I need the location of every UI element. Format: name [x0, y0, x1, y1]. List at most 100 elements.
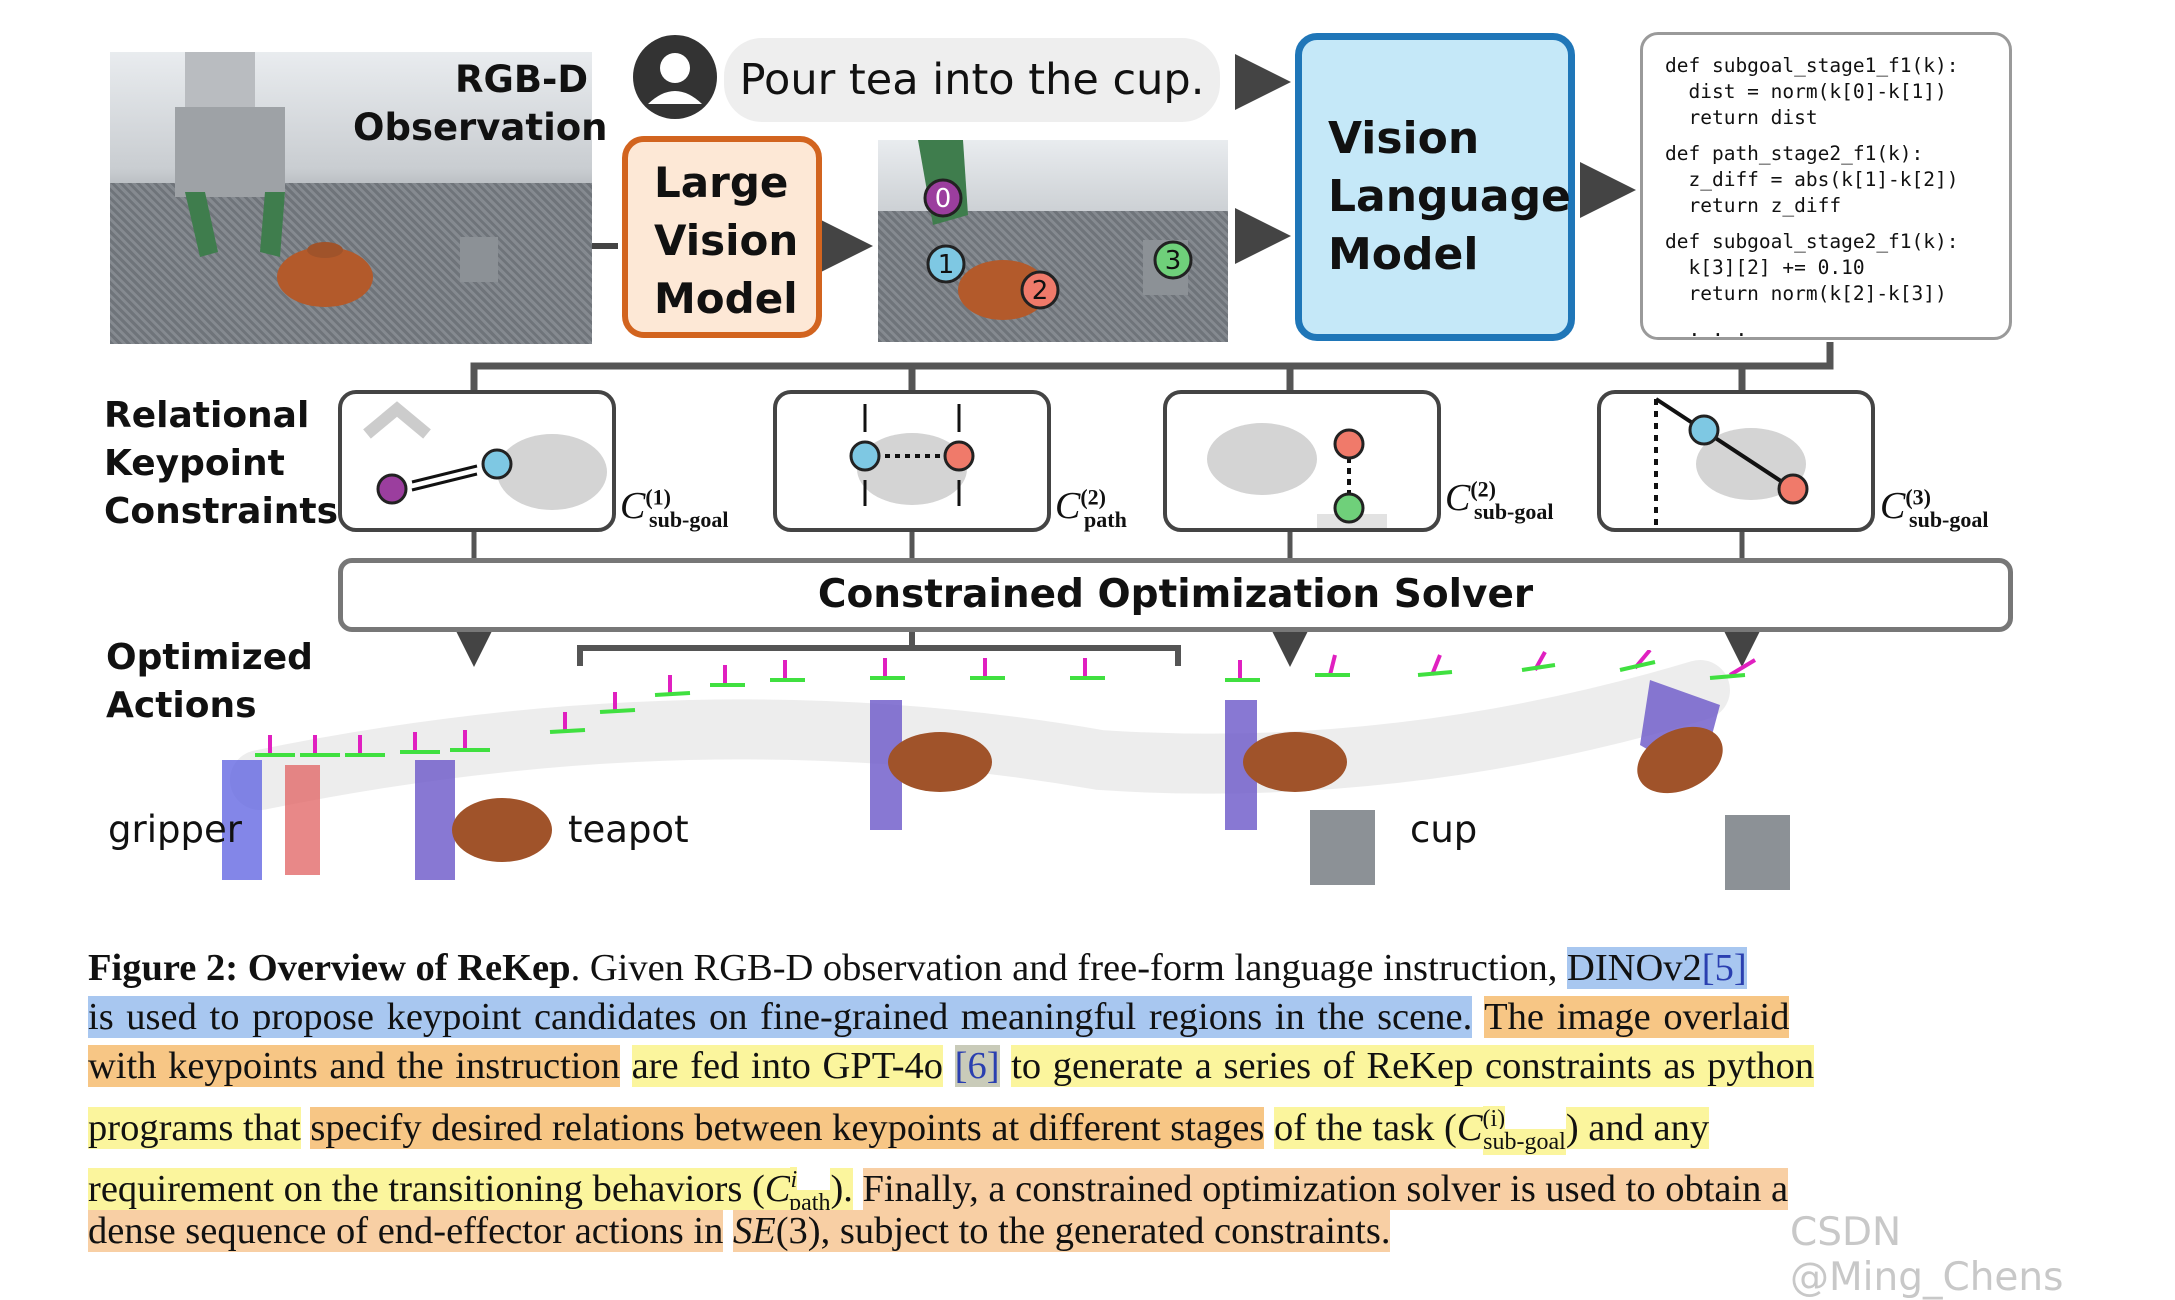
code-line: return norm(k[2]-k[3]): [1665, 282, 1947, 305]
constraint-box-subgoal-1: [338, 390, 616, 532]
constraint-box-path-2: [773, 390, 1051, 532]
constraints-label-line2: Keypoint: [104, 443, 285, 484]
flow-arrows: [454, 54, 1834, 667]
keypoint-3-label: 3: [1165, 246, 1182, 276]
caption-line5-symbol: C: [764, 1167, 791, 1210]
caption-line-2: is used to propose keypoint candidates o…: [88, 993, 2018, 1041]
code-line: . . .: [1665, 318, 1748, 341]
constraint-2-symbol: C: [1055, 485, 1081, 527]
caption-line4-sup: (i): [1482, 1106, 1506, 1132]
vlm-line3: Model: [1328, 229, 1479, 280]
code-line: def subgoal_stage2_f1(k):: [1665, 230, 1959, 253]
gripper-label: gripper: [108, 808, 242, 851]
caption-line1-text: . Given RGB-D observation and free-form …: [570, 947, 1558, 989]
action-trajectory-visualization: [222, 650, 1790, 890]
caption-figure-title: Overview of ReKep: [247, 947, 571, 989]
caption-line6-b: , subject to the generated constraints.: [820, 1210, 1391, 1252]
caption-line4-sub: sub-goal: [1483, 1128, 1566, 1155]
caption-line3-a: are fed into GPT-4o: [631, 1045, 944, 1087]
caption-line-4: programs that specify desired relations …: [88, 1091, 2018, 1155]
caption-line6-paren: (3): [775, 1210, 821, 1252]
teapot-label: teapot: [568, 808, 689, 851]
rgbd-observation-image: [110, 52, 592, 344]
constraint-4-sub: sub-goal: [1909, 506, 1989, 532]
code-line: z_diff = abs(k[1]-k[2]): [1665, 168, 1959, 191]
code-line: return z_diff: [1665, 194, 1842, 217]
caption-line4-a: programs that: [88, 1106, 301, 1149]
large-vision-model-box: Large Vision Model: [622, 136, 822, 338]
caption-line6-a: dense sequence of end-effector actions i…: [88, 1210, 724, 1252]
caption-line4-c: ) and any: [1565, 1106, 1710, 1149]
constraint-3-symbol: C: [1445, 477, 1471, 519]
keypoint-2-label: 2: [1032, 276, 1049, 306]
constraints-label-line3: Constraints: [104, 491, 339, 532]
vlm-line1: Vision: [1328, 113, 1480, 164]
constraints-label-line1: Relational: [104, 395, 310, 436]
caption-line5-salmon: Finally, a constrained optimization solv…: [862, 1167, 1789, 1210]
lvm-line3: Model: [654, 274, 798, 323]
keypoint-1-label: 1: [938, 250, 955, 280]
caption-line3-b: to generate a series of ReKep constraint…: [1011, 1045, 1815, 1087]
code-line: def path_stage2_f1(k):: [1665, 142, 1924, 165]
caption-line5-b: ).: [830, 1167, 853, 1210]
lvm-line1: Large: [654, 158, 789, 207]
caption-line4-b: of the task (: [1274, 1106, 1457, 1149]
caption-line-1: Figure 2: Overview of ReKep. Given RGB-D…: [88, 944, 2018, 992]
rgbd-label-line2: Observation: [353, 106, 608, 149]
constraint-1-symbol: C: [620, 485, 646, 527]
generated-code-box: def subgoal_stage1_f1(k): dist = norm(k[…: [1640, 32, 2012, 341]
caption-line5-a: requirement on the transitioning behavio…: [88, 1167, 765, 1210]
code-line: k[3][2] += 0.10: [1665, 256, 1865, 279]
constraint-label-1: C(1)sub-goal: [620, 484, 729, 533]
caption-line2-orange: The image overlaid: [1484, 996, 1790, 1038]
caption-ref-6[interactable]: [6]: [954, 1045, 1000, 1087]
code-line: [1665, 219, 2009, 229]
caption-line-3: with keypoints and the instruction are f…: [88, 1042, 2018, 1090]
code-line: return dist: [1665, 106, 1818, 129]
constraint-label-3: C(2)sub-goal: [1445, 476, 1554, 525]
constraint-1-sup: (1): [645, 484, 672, 510]
rgbd-label-line1: RGB-D: [455, 58, 589, 101]
instruction-bubble: Pour tea into the cup.: [724, 38, 1220, 122]
actions-label-line1: Optimized: [106, 637, 313, 678]
optimized-actions-label: Optimized Actions: [106, 634, 313, 730]
keypoint-0-label: 0: [935, 184, 952, 214]
caption-line2-blue: is used to propose keypoint candidates o…: [88, 996, 1473, 1038]
caption-line6-math: SE: [732, 1210, 776, 1252]
vlm-line2: Language: [1328, 171, 1571, 222]
overview-figure: RGB-D Observation Pour tea into the cup.: [104, 32, 2013, 890]
constraint-2-sub: path: [1084, 506, 1127, 532]
constraint-3-sup: (2): [1470, 476, 1497, 502]
user-avatar-icon: [633, 35, 717, 119]
constraint-1-sub: sub-goal: [649, 506, 729, 532]
keypoint-overlay-image: 0 1 2 3: [878, 140, 1228, 342]
constraint-label-4: C(3)sub-goal: [1880, 484, 1989, 533]
vision-language-model-box: Vision Language Model: [1295, 33, 1575, 341]
constraint-4-symbol: C: [1880, 485, 1906, 527]
constraint-3-sub: sub-goal: [1474, 498, 1554, 524]
code-line: [1665, 307, 2009, 317]
csdn-watermark: CSDN @Ming_Chens: [1790, 1210, 2064, 1300]
constraint-4-sup: (3): [1905, 484, 1932, 510]
cup-label: cup: [1410, 808, 1478, 851]
caption-line3-orange: with keypoints and the instruction: [88, 1045, 620, 1087]
code-line: def subgoal_stage1_f1(k):: [1665, 54, 1959, 77]
figure-caption: Figure 2: Overview of ReKep. Given RGB-D…: [88, 944, 2018, 1256]
constraint-2-sup: (2): [1080, 484, 1107, 510]
caption-line5-sup: i: [790, 1167, 798, 1193]
caption-line-6: dense sequence of end-effector actions i…: [88, 1207, 2018, 1255]
caption-dinov2: DINOv2: [1567, 947, 1702, 989]
code-line: [1665, 131, 2009, 141]
actions-label-line2: Actions: [106, 685, 257, 726]
code-line: dist = norm(k[0]-k[1]): [1665, 80, 1947, 103]
lvm-line2: Vision: [654, 216, 799, 265]
constrained-optimization-solver-box: Constrained Optimization Solver: [338, 558, 2013, 632]
caption-line4-symbol: C: [1456, 1106, 1483, 1149]
caption-line-5: requirement on the transitioning behavio…: [88, 1156, 2018, 1216]
caption-ref-5[interactable]: [5]: [1701, 947, 1747, 989]
caption-figure-label: Figure 2:: [88, 947, 239, 989]
constraint-box-subgoal-2: [1163, 390, 1441, 532]
constraints-label: Relational Keypoint Constraints: [104, 392, 338, 536]
caption-line4-orange: specify desired relations between keypoi…: [310, 1106, 1265, 1149]
constraint-box-subgoal-3: [1597, 390, 1875, 532]
